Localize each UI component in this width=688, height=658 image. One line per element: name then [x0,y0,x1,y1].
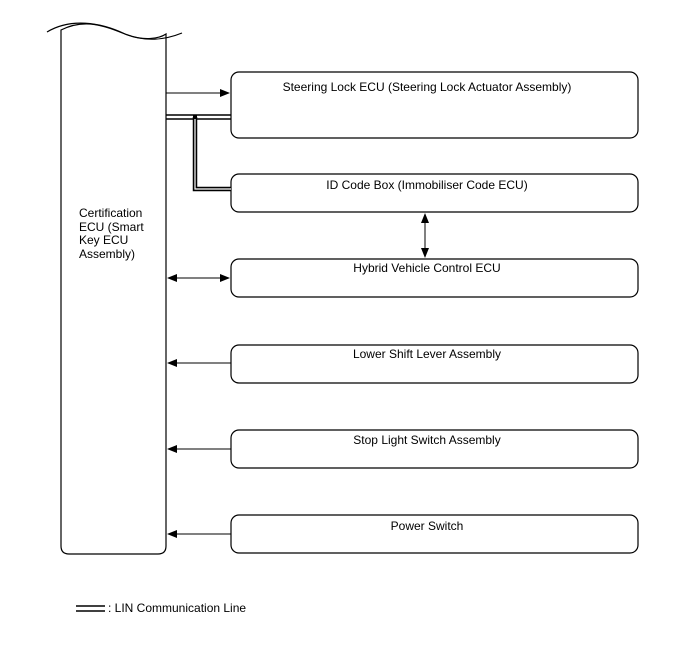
steering-lock-ecu-box [230,71,639,139]
id-code-box [230,173,639,213]
legend-lin-symbol [76,605,105,612]
lower-shift-lever-assembly-label: Lower Shift Lever Assembly [352,347,502,361]
lower-shift-lever-assembly-box [230,344,639,384]
legend-label: : LIN Communication Line [108,601,247,615]
break-mark-extension [46,22,183,40]
power-switch-label: Power Switch [390,519,464,533]
stop-light-switch-assembly-label: Stop Light Switch Assembly [353,433,501,447]
certification-ecu-label: Certification ECU (Smart Key ECU Assembl… [79,206,144,261]
certification-ecu-block [60,23,167,555]
lin-communication-line [166,114,231,192]
id-code-box-label: ID Code Box (Immobiliser Code ECU) [326,178,528,192]
hybrid-vehicle-control-ecu-label: Hybrid Vehicle Control ECU [353,261,501,275]
steering-lock-ecu-label: Steering Lock ECU (Steering Lock Actuato… [282,80,572,94]
hybrid-vehicle-control-ecu-box [230,258,639,298]
